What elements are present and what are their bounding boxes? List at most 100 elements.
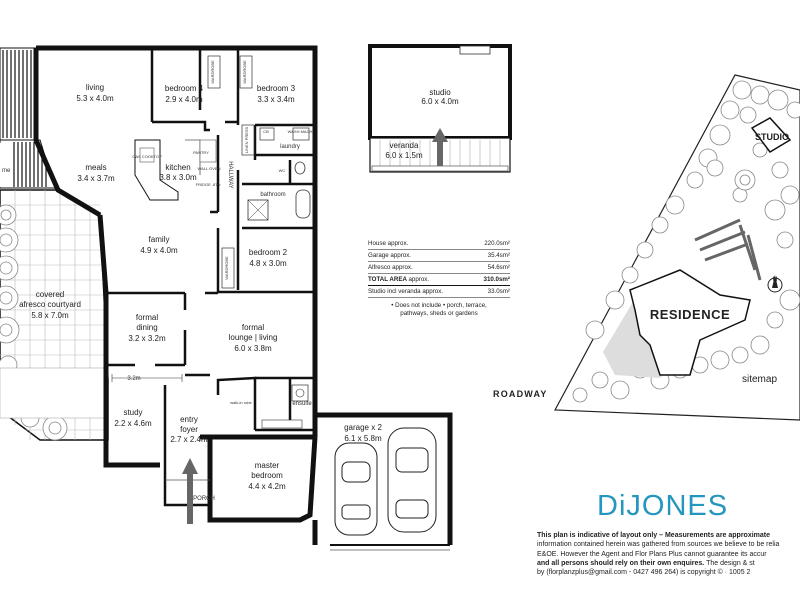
veranda-dims: 6.0 x 1.5m [385, 151, 423, 160]
wc-label: WC [279, 168, 286, 173]
disclaimer: This plan is indicative of layout only –… [537, 531, 800, 577]
courtyard-label-1: covered [36, 290, 64, 299]
area-row-studio: Studio incl veranda approx. 33.0sm² [368, 286, 510, 298]
entry-label-2: foyer [180, 425, 198, 434]
area-suffix: approx. [422, 288, 444, 295]
formal-lounge-dims: 6.0 x 3.8m [234, 344, 272, 353]
room-fragment-label: me [2, 168, 11, 174]
hallway-label: HALLWAY [227, 161, 233, 189]
cooktop-label: GAS COOKTOP [132, 154, 162, 159]
pantry-label: PANTRY [193, 150, 209, 155]
master-dims: 4.4 x 4.2m [248, 482, 286, 491]
family-label: family [149, 235, 170, 244]
disclaimer-line-5: by (florplanzplus@gmail.com - 0427 496 2… [537, 569, 751, 577]
meals-label: meals [85, 163, 106, 172]
sitemap-label: sitemap [742, 374, 778, 385]
disclaimer-line-4a: and all persons should rely on their own… [537, 559, 705, 567]
bedroom3-dims: 3.3 x 3.4m [257, 95, 295, 104]
sitemap [554, 74, 800, 421]
studio-dims: 6.0 x 4.0m [421, 97, 459, 106]
formal-lounge-label-2: lounge | living [229, 333, 278, 342]
area-label: House [368, 240, 386, 247]
laundry-label: laundry [280, 144, 300, 150]
area-label: Studio incl veranda [368, 288, 421, 295]
area-row-house: House approx. 220.0sm² [368, 238, 510, 250]
disclaimer-line-4b: The design & st [704, 559, 755, 567]
entry-dims: 2.7 x 2.4m [170, 435, 208, 444]
area-row-garage: Garage approx. 35.4sm² [368, 250, 510, 262]
bedroom2-label: bedroom 2 [249, 248, 288, 257]
bedroom2-dims: 4.8 x 3.0m [249, 259, 287, 268]
formal-dining-dims: 3.2 x 3.2m [128, 334, 166, 343]
wardrobe-label-2: WARDROBE [242, 60, 247, 84]
area-value: 54.6sm² [487, 264, 510, 271]
garage-label: garage x 2 [344, 423, 382, 432]
living-dims: 5.3 x 4.0m [76, 94, 114, 103]
area-suffix: approx. [387, 240, 409, 247]
house-walls [33, 45, 453, 551]
entry-label-1: entry [180, 415, 198, 424]
wardrobe-label-1: WARDROBE [210, 60, 215, 84]
sitemap-residence-label: RESIDENCE [650, 307, 730, 322]
brand-logo: DiJONES [597, 490, 729, 522]
area-row-total: TOTAL AREA approx. 310.0sm² [368, 274, 510, 286]
formal-dining-label-1: formal [136, 313, 158, 322]
linen-press-label: LINEN PRESS [244, 126, 249, 153]
sitemap-studio-label: STUDIO [755, 132, 789, 142]
veranda-label: veranda [390, 141, 419, 150]
study-label: study [123, 408, 142, 417]
area-table: House approx. 220.0sm² Garage approx. 35… [368, 238, 510, 318]
garage-cars [334, 427, 437, 536]
bedroom4-dims: 2.9 x 4.0m [165, 95, 203, 104]
disclaimer-line-2: information contained herein was gathere… [537, 541, 780, 549]
formal-lounge-label-1: formal [242, 323, 264, 332]
area-label: TOTAL AREA [368, 276, 407, 283]
area-value: 33.0sm² [487, 288, 510, 295]
area-label: Alfresco [368, 264, 391, 271]
area-row-alfresco: Alfresco approx. 54.6sm² [368, 262, 510, 274]
kitchen-bench [134, 139, 217, 201]
courtyard-paving [0, 189, 109, 441]
study-dims: 2.2 x 4.6m [114, 419, 152, 428]
garage-dims: 6.1 x 5.8m [344, 434, 382, 443]
dim-label: 3.2m [127, 376, 140, 382]
kitchen-dims: 3.8 x 3.0m [159, 173, 197, 182]
bathroom-label: bathroom [260, 192, 285, 198]
living-label: living [86, 83, 104, 92]
courtyard-dims: 5.8 x 7.0m [31, 311, 69, 320]
bedroom3-label: bedroom 3 [257, 84, 296, 93]
bedroom4-label: bedroom 4 [165, 84, 204, 93]
studio-plan [368, 44, 512, 173]
cb-label: CB [263, 129, 269, 134]
area-note: • Does not include • porch, terrace, pat… [391, 302, 487, 317]
wall-oven-label: WALL OVEN [197, 166, 220, 171]
studio-label: studio [429, 88, 451, 97]
master-label-2: bedroom [251, 471, 283, 480]
entry-arrow-icon [182, 458, 198, 524]
area-label: Garage [368, 252, 389, 259]
area-suffix: approx. [390, 252, 412, 259]
wash-mach-label: WASH MACH [288, 129, 313, 134]
disclaimer-line-1: This plan is indicative of layout only –… [537, 532, 771, 539]
porch-label: PORCH [193, 496, 215, 502]
wardrobe-marks [207, 55, 255, 289]
walk-in-robe-label: walk-in robe [230, 400, 252, 405]
ensuite-label: ensuite [292, 401, 312, 407]
area-value: 220.0sm² [484, 240, 510, 247]
disclaimer-line-3: E&OE. However the Agent and Flor Plans P… [537, 550, 767, 558]
kitchen-label: kitchen [165, 163, 190, 172]
wardrobe-label-3: WARDROBE [224, 256, 229, 280]
north-label: N [773, 277, 777, 283]
formal-dining-label-2: dining [136, 323, 157, 332]
fridge-label: FRIDGE .87w [196, 182, 221, 187]
area-value: 310.0sm² [483, 276, 511, 283]
area-suffix: approx. [408, 276, 430, 283]
family-dims: 4.9 x 4.0m [140, 246, 178, 255]
area-value: 35.4sm² [487, 252, 510, 259]
area-suffix: approx. [392, 264, 413, 271]
roadway-label: ROADWAY [493, 389, 548, 399]
courtyard-label-2: afresco courtyard [19, 300, 81, 309]
master-label-1: master [255, 461, 280, 470]
dim-line [111, 374, 183, 382]
